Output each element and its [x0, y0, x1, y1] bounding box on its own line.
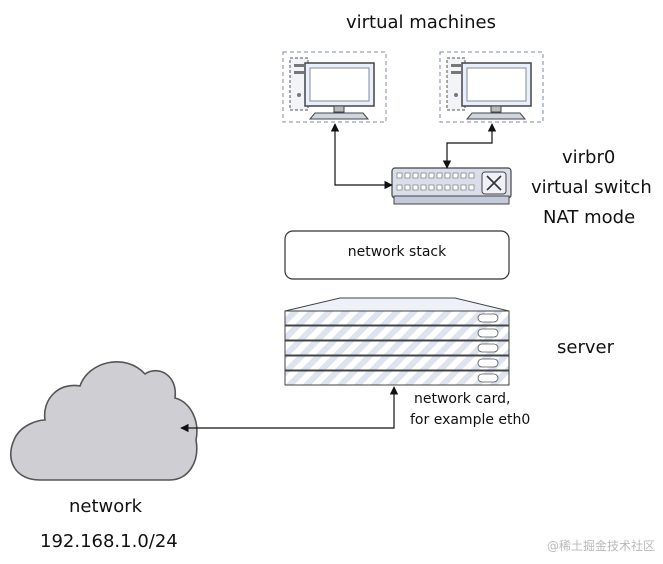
network-stack-box	[284, 230, 510, 280]
computer-icon	[289, 57, 375, 120]
subnet-label: 192.168.1.0/24	[40, 531, 178, 552]
vm2-switch-link	[442, 123, 497, 169]
switch-icon	[391, 167, 512, 205]
vm-1	[282, 51, 387, 123]
vm-1-dashed-frame	[282, 51, 387, 123]
vm-2-dashed-frame	[439, 51, 544, 123]
network-label: network	[69, 496, 143, 517]
vm1-switch-link	[330, 123, 393, 190]
watermark: @稀土掘金技术社区	[546, 539, 655, 553]
server-label: server	[557, 337, 614, 358]
virtual-machines-label: virtual machines	[346, 12, 497, 33]
nic-network-link	[180, 386, 399, 433]
vm-2	[439, 51, 544, 123]
virtual-switch-label: virtual switch	[531, 177, 652, 198]
server-icon	[284, 297, 510, 386]
computer-icon	[446, 57, 532, 120]
cloud-icon	[9, 361, 198, 481]
nic-label-line-1: network card,	[414, 391, 511, 407]
network-stack-label: network stack	[347, 244, 447, 260]
nic-label-line-2: for example eth0	[410, 412, 531, 428]
nat-mode-label: NAT mode	[543, 207, 636, 228]
bridge-name-label: virbr0	[562, 147, 616, 168]
